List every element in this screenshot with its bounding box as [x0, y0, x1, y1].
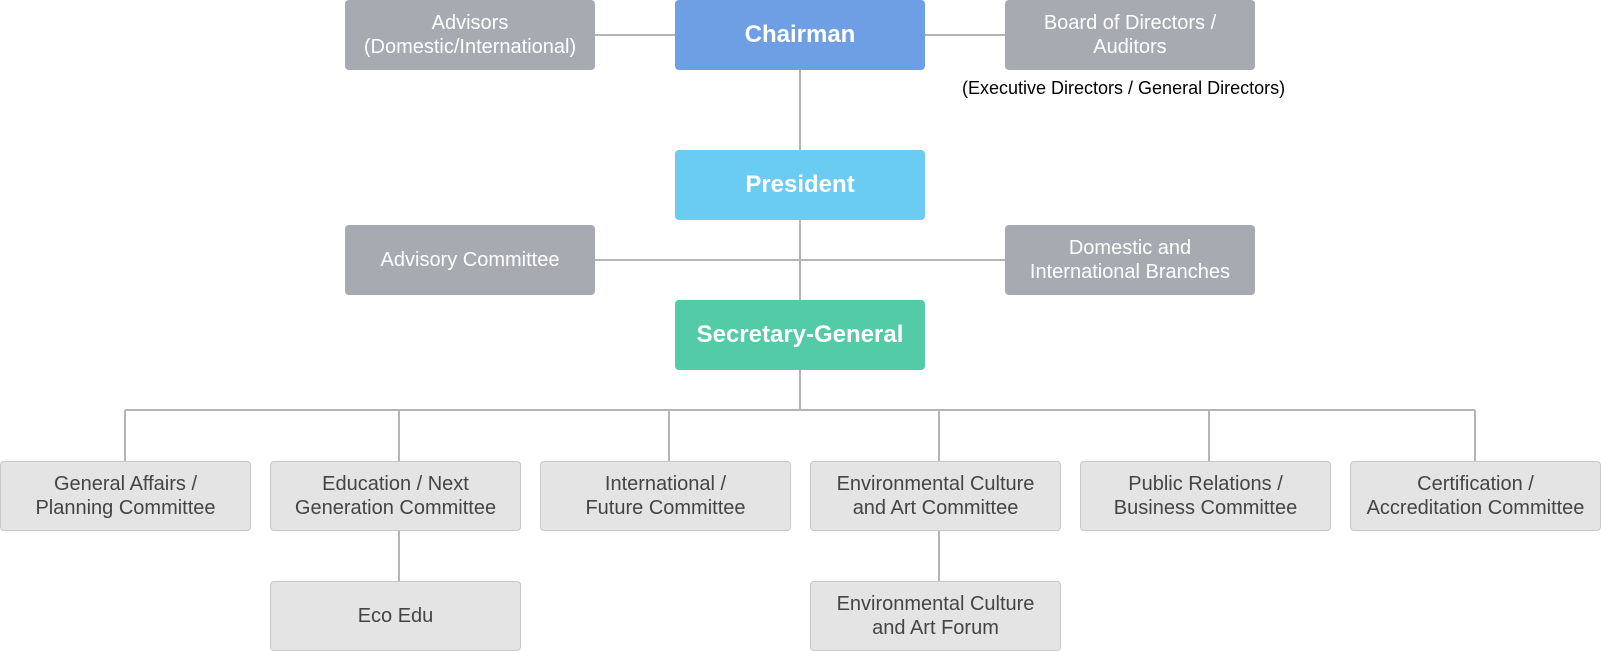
committee-label: General Affairs / Planning Committee	[35, 473, 216, 519]
committee-box-international: International / Future Committee	[540, 461, 791, 531]
committee-box-general-affairs: General Affairs / Planning Committee	[0, 461, 251, 531]
board-note: (Executive Directors / General Directors…	[962, 78, 1286, 98]
committee-label: Environmental Culture and Art Committee	[836, 473, 1035, 519]
forum-box: Environmental Culture and Art Forum	[810, 581, 1061, 651]
advisory-committee-box: Advisory Committee	[345, 225, 595, 295]
committee-label: Certification / Accreditation Committee	[1366, 473, 1585, 519]
committee-label: Public Relations / Business Committee	[1113, 473, 1298, 519]
branches-label: Domestic and International Branches	[1029, 237, 1231, 283]
chairman-box: Chairman	[675, 0, 925, 70]
advisors-box: Advisors (Domestic/International)	[345, 0, 595, 70]
chairman-label: Chairman	[744, 21, 856, 48]
committee-box-certification: Certification / Accreditation Committee	[1350, 461, 1601, 531]
branches-box: Domestic and International Branches	[1005, 225, 1255, 295]
secretary-general-label: Secretary-General	[696, 321, 904, 348]
board-box: Board of Directors / Auditors	[1005, 0, 1255, 70]
board-label: Board of Directors / Auditors	[1043, 12, 1217, 58]
committee-box-culture-art: Environmental Culture and Art Committee	[810, 461, 1061, 531]
committee-box-public-relations: Public Relations / Business Committee	[1080, 461, 1331, 531]
advisors-label: Advisors (Domestic/International)	[363, 12, 577, 58]
eco-edu-label: Eco Edu	[357, 605, 434, 627]
committee-label: Education / Next Generation Committee	[294, 473, 497, 519]
advisory-committee-label: Advisory Committee	[380, 249, 560, 271]
forum-label: Environmental Culture and Art Forum	[836, 593, 1035, 639]
committee-box-education: Education / Next Generation Committee	[270, 461, 521, 531]
president-box: President	[675, 150, 925, 220]
president-label: President	[745, 171, 855, 198]
committee-label: International / Future Committee	[585, 473, 746, 519]
eco-edu-box: Eco Edu	[270, 581, 521, 651]
secretary-general-box: Secretary-General	[675, 300, 925, 370]
